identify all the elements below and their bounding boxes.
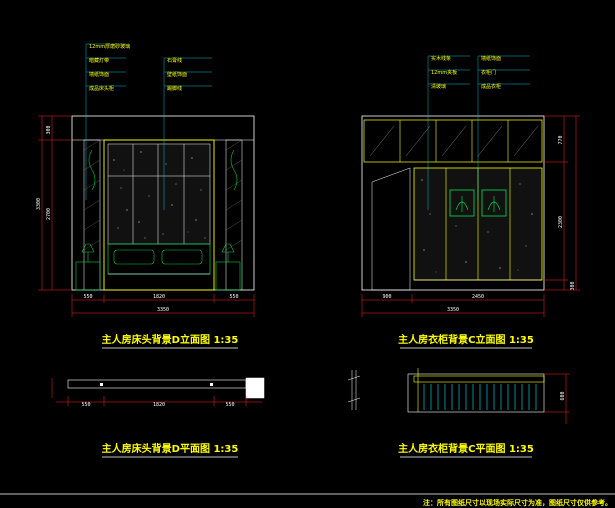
decor-panel-left — [449, 189, 475, 217]
dim-bottom-3: 550 — [229, 294, 238, 300]
pillow-right — [161, 249, 203, 265]
dim-right-bottom: 300 — [570, 281, 576, 290]
wall-outline-right — [361, 115, 545, 291]
bottom-dims — [71, 294, 255, 317]
bed — [107, 243, 211, 275]
note-3: 墙纸饰面 — [89, 71, 109, 78]
plant-right — [230, 149, 238, 191]
dim-bottom-r-total: 3350 — [447, 307, 459, 313]
bed-plan-dims — [51, 378, 262, 406]
door-texture — [421, 179, 533, 273]
dim-bottom-total: 3350 — [157, 307, 169, 313]
note-6: 壁纸饰面 — [167, 71, 187, 78]
left-dims — [38, 115, 72, 291]
title-wardrobe-plan: 主人房衣柜背景C平面图 1:35 — [398, 442, 534, 455]
decor-panel-right — [481, 189, 507, 217]
note-5: 石膏线 — [167, 57, 182, 64]
plan-dim-2: 1820 — [153, 402, 165, 408]
nightstand-right — [215, 261, 241, 291]
right-dims — [544, 115, 580, 291]
plant-left — [88, 149, 96, 191]
lamp-left — [81, 243, 95, 262]
dim-bottom-1: 550 — [83, 294, 92, 300]
leader-lines — [85, 43, 212, 210]
plan-dim-1: 550 — [81, 402, 90, 408]
wardrobe-plan-dims — [544, 373, 570, 424]
note-r1: 实木线条 — [431, 55, 451, 62]
dim-bottom-r1: 900 — [382, 294, 391, 300]
note-2: 暗藏灯带 — [89, 57, 109, 64]
bottom-dims-right — [361, 294, 545, 317]
marble-panel — [107, 143, 211, 245]
note-r5: 衣柜门 — [481, 69, 496, 76]
nightstand-left — [75, 261, 101, 291]
plan-dim-right: 600 — [560, 391, 566, 400]
wardrobe-elevation: 实木线条 12mm夹板 清玻璃 墙纸饰面 衣柜门 成品衣柜 770 2300 3… — [361, 55, 580, 349]
lamp-right — [221, 243, 235, 262]
note-r4: 墙纸饰面 — [481, 55, 501, 62]
upper-cabinets — [363, 119, 543, 163]
note-r2: 12mm夹板 — [431, 69, 457, 76]
title-bed-elevation: 主人房床头背景D立面图 1:35 — [102, 333, 239, 346]
side-panel — [371, 167, 411, 291]
note-r6: 成品衣柜 — [481, 83, 501, 90]
dim-bottom-2: 1820 — [153, 294, 165, 300]
marble-texture — [113, 151, 206, 239]
dim-left-top: 300 — [46, 125, 52, 134]
bed-plan-column — [245, 377, 265, 399]
pillow-left — [113, 249, 155, 265]
note-7: 踢脚线 — [167, 85, 182, 92]
plan-dim-3: 550 — [225, 402, 234, 408]
bed-plan-wall — [67, 379, 247, 389]
wardrobe-plan-hangers — [423, 384, 537, 410]
title-wardrobe-elevation: 主人房衣柜背景C立面图 1:35 — [398, 333, 534, 346]
dim-right-top: 770 — [558, 135, 564, 144]
dim-left-mid: 2700 — [46, 208, 52, 220]
left-column — [83, 139, 101, 291]
headboard-frame — [103, 139, 215, 291]
note-r3: 清玻璃 — [431, 83, 446, 90]
right-column — [225, 139, 243, 291]
dim-right-mid: 2300 — [558, 216, 564, 228]
dim-left-total: 3300 — [36, 198, 42, 210]
wardrobe-plan-outline — [407, 373, 545, 413]
dim-bottom-r2: 2450 — [472, 294, 484, 300]
footer-note: 注：所有图纸尺寸以现场实际尺寸为准，图纸尺寸仅供参考。 — [423, 498, 612, 507]
note-4: 成品床头柜 — [89, 85, 114, 92]
bed-plan: 550 1820 550 主人房床头背景D平面图 1:35 — [51, 377, 265, 458]
bed-elevation: 12mm厚磨砂玻璃 暗藏灯带 墙纸饰面 成品床头柜 石膏线 壁纸饰面 踢脚线 3… — [36, 43, 255, 349]
leader-lines-right — [427, 55, 530, 210]
note-1: 12mm厚磨砂玻璃 — [89, 43, 130, 50]
wardrobe-plan: 600 主人房衣柜背景C平面图 1:35 — [347, 368, 570, 458]
title-bed-plan: 主人房床头背景D平面图 1:35 — [102, 442, 239, 455]
